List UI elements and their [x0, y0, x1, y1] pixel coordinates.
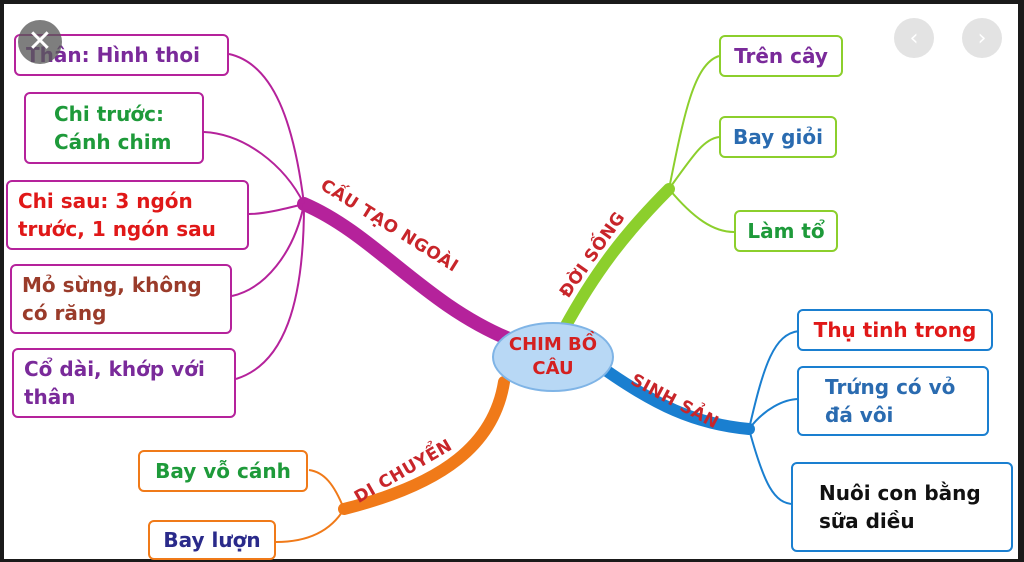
- branch-line-di-chuyen: [338, 376, 510, 515]
- di-chuyen-connectors: [275, 469, 345, 543]
- node-text: Bay vỗ cánh: [155, 459, 291, 483]
- node-text: Bay giỏi: [733, 125, 823, 149]
- mind-map-canvas: CHIM BỒ CÂU CẤU TẠO NGOÀI ĐỜI SỐNG SINH …: [4, 4, 1018, 560]
- node-text-line2: Cánh chim: [54, 130, 172, 154]
- chevron-left-icon: ‹: [909, 25, 919, 51]
- node-text-line1: Trứng có vỏ: [825, 375, 956, 399]
- node-text: Trên cây: [734, 44, 828, 68]
- node-text-line2: trước, 1 ngón sau: [18, 217, 216, 241]
- node-text: Làm tổ: [747, 219, 825, 243]
- node-bay-luon: Bay lượn: [148, 520, 276, 560]
- sinh-san-connectors: [748, 330, 800, 505]
- cau-tao-connectors: [203, 53, 305, 380]
- node-text-line1: Chi sau: 3 ngón: [18, 189, 193, 213]
- node-bay-vo-canh: Bay vỗ cánh: [138, 450, 308, 492]
- next-button[interactable]: ›: [962, 18, 1002, 58]
- branch-line-doi-song: [558, 183, 675, 335]
- node-lam-to: Làm tổ: [734, 210, 838, 252]
- doi-song-connectors: [668, 55, 735, 233]
- node-text-line2: sữa diều: [819, 509, 915, 533]
- node-bay-gioi: Bay giỏi: [719, 116, 837, 158]
- node-trung-co-vo: Trứng có vỏ đá vôi: [797, 366, 989, 436]
- previous-button[interactable]: ‹: [894, 18, 934, 58]
- node-text-line1: Mỏ sừng, không: [22, 273, 202, 297]
- node-text: Thụ tinh trong: [813, 318, 977, 342]
- node-mo-sung: Mỏ sừng, không có răng: [10, 264, 232, 334]
- node-text: Bay lượn: [163, 528, 261, 552]
- node-text-line1: Nuôi con bằng: [819, 481, 981, 505]
- center-node: CHIM BỒ CÂU: [492, 322, 614, 392]
- node-text-line2: đá vôi: [825, 403, 894, 427]
- center-label-line1: CHIM BỒ: [508, 334, 598, 355]
- branch-line-sinh-san: [598, 363, 755, 435]
- chevron-right-icon: ›: [977, 25, 987, 51]
- node-co-dai: Cổ dài, khớp với thân: [12, 348, 236, 418]
- branch-line-cau-tao: [297, 197, 516, 346]
- node-thu-tinh-trong: Thụ tinh trong: [797, 309, 993, 351]
- node-text-line1: Chi trước:: [54, 102, 164, 126]
- connector-lines: [203, 53, 800, 543]
- center-label-line2: CÂU: [532, 358, 574, 379]
- close-icon: ✕: [27, 24, 53, 59]
- close-button[interactable]: ✕: [18, 20, 62, 64]
- node-text-line2: có răng: [22, 301, 107, 325]
- node-tren-cay: Trên cây: [719, 35, 843, 77]
- node-text-line1: Cổ dài, khớp với: [24, 357, 205, 381]
- node-text-line2: thân: [24, 385, 76, 409]
- node-chi-sau: Chi sau: 3 ngón trước, 1 ngón sau: [6, 180, 249, 250]
- node-chi-truoc: Chi trước: Cánh chim: [24, 92, 204, 164]
- node-nuoi-con: Nuôi con bằng sữa diều: [791, 462, 1013, 552]
